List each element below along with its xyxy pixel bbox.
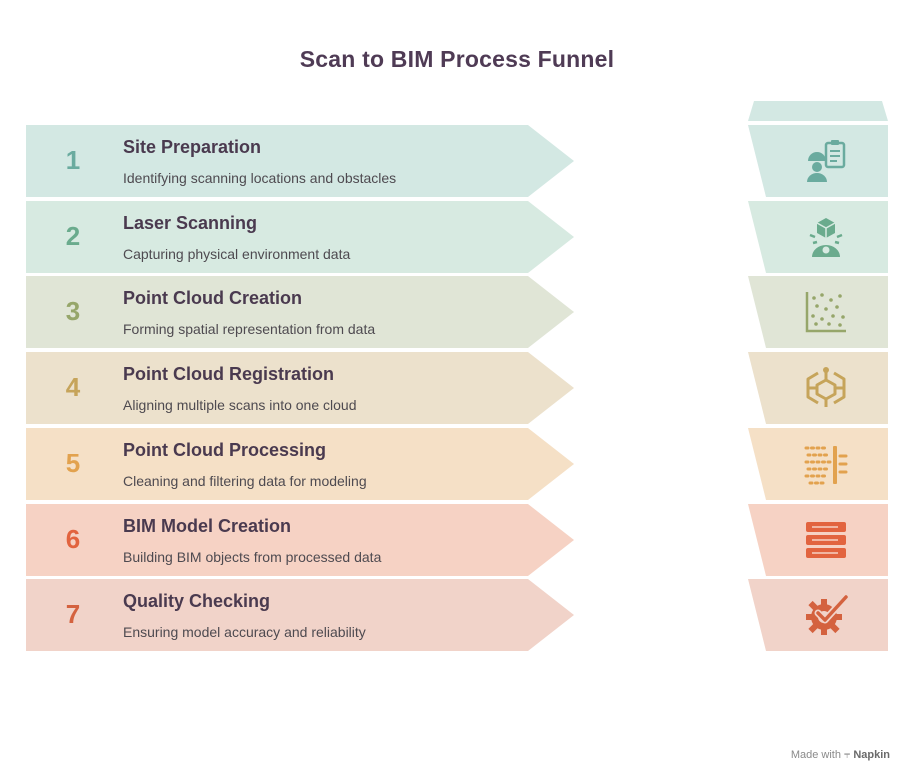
step-description: Ensuring model accuracy and reliability bbox=[123, 624, 366, 641]
step-row-2: 2 Laser Scanning Capturing physical envi… bbox=[26, 200, 576, 273]
step-description: Cleaning and filtering data for modeling bbox=[123, 472, 367, 489]
step-description: Capturing physical environment data bbox=[123, 245, 351, 262]
step-arrow-shape bbox=[26, 352, 574, 425]
funnel-segment-3 bbox=[748, 276, 888, 349]
step-arrow-shape bbox=[26, 503, 574, 576]
step-number: 5 bbox=[65, 447, 81, 478]
step-row-6: 6 BIM Model Creation Building BIM object… bbox=[26, 503, 576, 576]
step-title: Point Cloud Processing bbox=[123, 439, 327, 460]
network-cube-icon bbox=[806, 367, 846, 408]
worker-clipboard-icon bbox=[807, 140, 846, 182]
filter-icon bbox=[804, 445, 848, 485]
step-arrow-shape bbox=[26, 125, 574, 197]
step-title: BIM Model Creation bbox=[123, 515, 292, 536]
scanner-cube-icon bbox=[809, 217, 843, 257]
step-title: Site Preparation bbox=[123, 137, 262, 157]
step-arrow-shape bbox=[26, 579, 574, 652]
step-number: 6 bbox=[65, 523, 81, 554]
step-description: Building BIM objects from processed data bbox=[123, 548, 382, 565]
step-title: Quality Checking bbox=[123, 591, 271, 612]
funnel-segment-6 bbox=[748, 503, 888, 576]
funnel-top-cap bbox=[748, 101, 888, 121]
step-description: Aligning multiple scans into one cloud bbox=[123, 397, 357, 414]
step-row-3: 3 Point Cloud Creation Forming spatial r… bbox=[26, 276, 576, 349]
step-number: 4 bbox=[65, 372, 81, 403]
funnel-segment-shape bbox=[748, 427, 888, 500]
step-title: Laser Scanning bbox=[123, 212, 258, 233]
funnel-segment-5 bbox=[748, 427, 888, 500]
step-number: 2 bbox=[65, 220, 81, 251]
made-with-napkin-footer: Made with ⫧ Napkin bbox=[791, 749, 890, 762]
step-row-4: 4 Point Cloud Registration Aligning mult… bbox=[26, 352, 576, 425]
funnel-segment-shape bbox=[748, 200, 888, 273]
step-arrow-shape bbox=[26, 276, 574, 349]
funnel-segment-4 bbox=[748, 352, 888, 425]
funnel-segment-shape bbox=[748, 276, 888, 349]
funnel-segment-1 bbox=[748, 125, 888, 197]
step-title: Point Cloud Registration bbox=[123, 364, 334, 385]
footer-brand: Napkin bbox=[853, 749, 890, 761]
gear-check-icon bbox=[806, 593, 848, 636]
step-number: 3 bbox=[65, 296, 81, 327]
step-title: Point Cloud Creation bbox=[123, 288, 302, 309]
page-title: Scan to BIM Process Funnel bbox=[299, 46, 615, 72]
step-row-5: 5 Point Cloud Processing Cleaning and fi… bbox=[26, 427, 576, 500]
step-number: 1 bbox=[65, 145, 81, 175]
step-description: Identifying scanning locations and obsta… bbox=[123, 170, 397, 186]
funnel-segment-7 bbox=[748, 579, 888, 652]
napkin-logo-icon: ⫧ bbox=[844, 749, 851, 761]
step-arrow-shape bbox=[26, 427, 574, 500]
step-row-1: 1 Site Preparation Identifying scanning … bbox=[26, 125, 576, 197]
step-arrow-shape bbox=[26, 200, 574, 273]
step-row-7: 7 Quality Checking Ensuring model accura… bbox=[26, 579, 576, 652]
footer-prefix: Made with bbox=[790, 749, 841, 761]
step-number: 7 bbox=[65, 599, 81, 630]
stacked-layers-icon bbox=[806, 521, 846, 558]
step-description: Forming spatial representation from data bbox=[123, 321, 376, 338]
funnel-segment-2 bbox=[748, 200, 888, 273]
scatter-plot-icon bbox=[805, 292, 846, 333]
